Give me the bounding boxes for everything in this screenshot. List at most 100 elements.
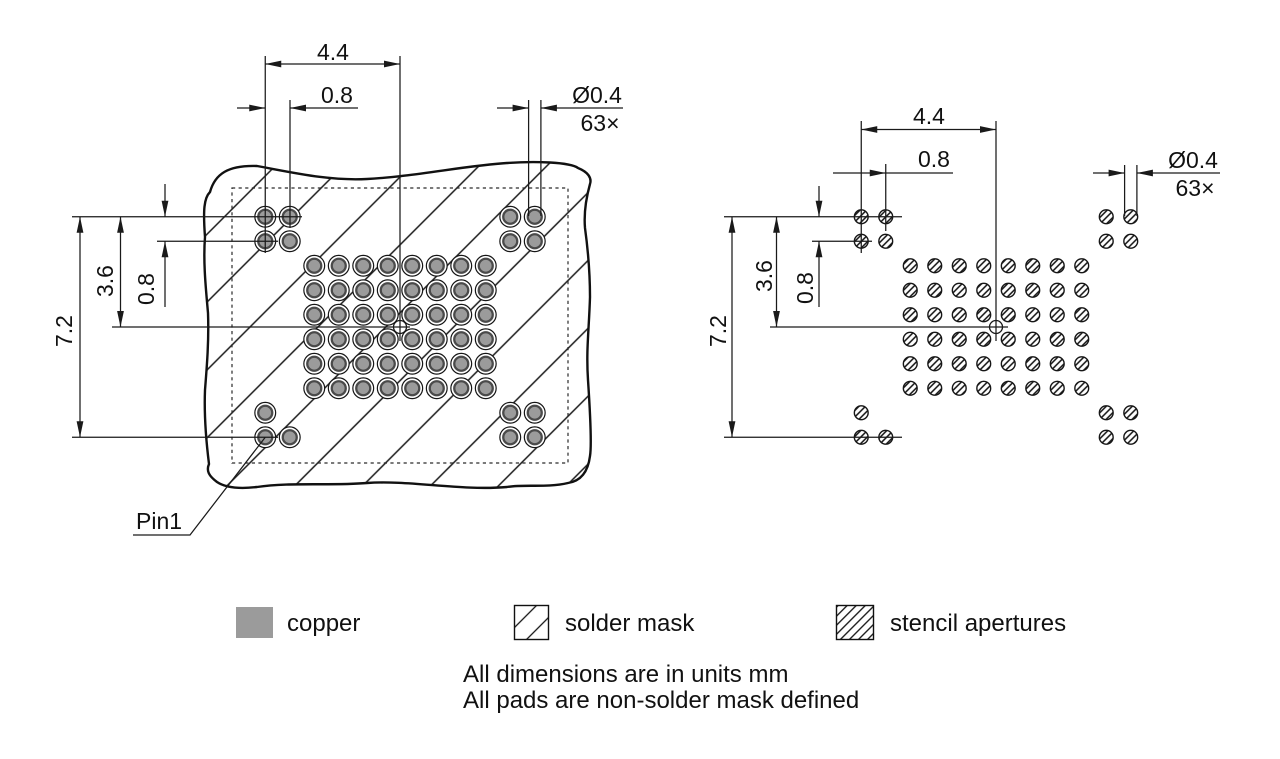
copper-pad bbox=[330, 331, 347, 348]
copper-pad bbox=[526, 429, 543, 446]
copper-pad bbox=[502, 429, 519, 446]
stencil-aperture bbox=[976, 258, 992, 274]
legend-label-copper: copper bbox=[287, 610, 360, 637]
legend-swatch-stencil-apertures bbox=[835, 604, 875, 641]
copper-pad bbox=[453, 331, 470, 348]
stencil-aperture bbox=[902, 356, 918, 372]
stencil-aperture bbox=[1000, 282, 1016, 298]
stencil-aperture bbox=[878, 233, 894, 249]
stencil-aperture bbox=[1000, 356, 1016, 372]
copper-pad bbox=[502, 404, 519, 421]
copper-pad bbox=[379, 380, 396, 397]
copper-pad bbox=[526, 208, 543, 225]
copper-pad bbox=[355, 282, 372, 299]
stencil-aperture bbox=[902, 380, 918, 396]
center-crosshair bbox=[988, 319, 1004, 335]
copper-pad bbox=[355, 257, 372, 274]
copper-pad bbox=[281, 233, 298, 250]
stencil-aperture bbox=[1123, 233, 1139, 249]
stencil-aperture bbox=[976, 380, 992, 396]
dim-label-vertical-pitch: 0.8 bbox=[792, 272, 818, 304]
dim-label-horizontal-pitch: 0.8 bbox=[918, 146, 950, 172]
copper-pad bbox=[379, 331, 396, 348]
stencil-aperture bbox=[951, 282, 967, 298]
stencil-aperture bbox=[1074, 307, 1090, 323]
stencil-aperture bbox=[1098, 233, 1114, 249]
stencil-aperture bbox=[1025, 282, 1041, 298]
copper-pad bbox=[428, 380, 445, 397]
copper-pad bbox=[526, 233, 543, 250]
copper-pad bbox=[453, 257, 470, 274]
copper-pad bbox=[453, 282, 470, 299]
stencil-aperture bbox=[1098, 405, 1114, 421]
copper-pad bbox=[330, 355, 347, 372]
dim-label-vertical-span: 7.2 bbox=[51, 315, 77, 347]
pcb-extension-lines bbox=[72, 56, 542, 438]
stencil-dimension-lines bbox=[728, 126, 1220, 438]
copper-pad bbox=[477, 331, 494, 348]
stencil-dimension-labels: 4.4 0.8 Ø0.4 63× 7.2 3.6 0.8 bbox=[705, 103, 1218, 347]
dim-label-horizontal-pitch: 0.8 bbox=[321, 82, 353, 108]
copper-pad bbox=[428, 257, 445, 274]
stencil-aperture bbox=[1074, 331, 1090, 347]
copper-pad bbox=[428, 355, 445, 372]
copper-pad bbox=[306, 331, 323, 348]
copper-pad bbox=[477, 380, 494, 397]
stencil-aperture bbox=[1074, 282, 1090, 298]
legend-label-stencil-apertures: stencil apertures bbox=[890, 610, 1066, 637]
pcb-view: 4.4 0.8 Ø0.4 63× 7.2 3.6 0.8 Pin1 bbox=[51, 39, 623, 536]
stencil-aperture bbox=[1025, 380, 1041, 396]
stencil-aperture bbox=[1049, 258, 1065, 274]
copper-pad bbox=[306, 355, 323, 372]
copper-pad bbox=[428, 282, 445, 299]
stencil-aperture bbox=[1000, 258, 1016, 274]
stencil-aperture bbox=[1074, 380, 1090, 396]
copper-pad bbox=[379, 257, 396, 274]
stencil-aperture bbox=[1025, 307, 1041, 323]
copper-pad bbox=[404, 282, 421, 299]
stencil-aperture bbox=[927, 282, 943, 298]
copper-pad bbox=[355, 331, 372, 348]
stencil-aperture bbox=[1000, 380, 1016, 396]
stencil-aperture bbox=[927, 307, 943, 323]
dim-label-vertical-span: 7.2 bbox=[705, 315, 731, 347]
copper-pad bbox=[428, 306, 445, 323]
copper-pad bbox=[404, 306, 421, 323]
copper-pad bbox=[355, 380, 372, 397]
dim-label-horizontal-span: 4.4 bbox=[913, 103, 945, 129]
stencil-view: 4.4 0.8 Ø0.4 63× 7.2 3.6 0.8 bbox=[705, 103, 1220, 445]
stencil-aperture bbox=[1049, 380, 1065, 396]
stencil-aperture bbox=[902, 282, 918, 298]
stencil-aperture bbox=[951, 258, 967, 274]
legend-swatch-solder-mask bbox=[513, 604, 550, 641]
copper-pad bbox=[404, 380, 421, 397]
copper-pad bbox=[281, 429, 298, 446]
copper-pad bbox=[355, 306, 372, 323]
stencil-aperture bbox=[1123, 209, 1139, 225]
stencil-aperture bbox=[951, 307, 967, 323]
copper-pads bbox=[257, 208, 543, 446]
stencil-aperture bbox=[927, 380, 943, 396]
stencil-aperture bbox=[1000, 307, 1016, 323]
copper-pad bbox=[428, 331, 445, 348]
stencil-aperture bbox=[1049, 356, 1065, 372]
copper-pad bbox=[306, 380, 323, 397]
stencil-aperture bbox=[1025, 258, 1041, 274]
pin1-label: Pin1 bbox=[136, 508, 182, 534]
copper-pad bbox=[404, 355, 421, 372]
stencil-aperture bbox=[902, 258, 918, 274]
copper-pad bbox=[379, 306, 396, 323]
dim-label-pad-count: 63× bbox=[1175, 175, 1214, 201]
copper-pad bbox=[379, 355, 396, 372]
stencil-aperture bbox=[1049, 331, 1065, 347]
note-units: All dimensions are in units mm bbox=[463, 661, 788, 688]
stencil-aperture bbox=[1049, 307, 1065, 323]
stencil-aperture bbox=[1123, 405, 1139, 421]
pin1-leader-line bbox=[133, 436, 266, 536]
copper-pad bbox=[477, 306, 494, 323]
stencil-aperture bbox=[1025, 356, 1041, 372]
notes: All dimensions are in units mm All pads … bbox=[463, 661, 859, 714]
stencil-extension-lines bbox=[724, 121, 1138, 438]
copper-pad bbox=[306, 257, 323, 274]
